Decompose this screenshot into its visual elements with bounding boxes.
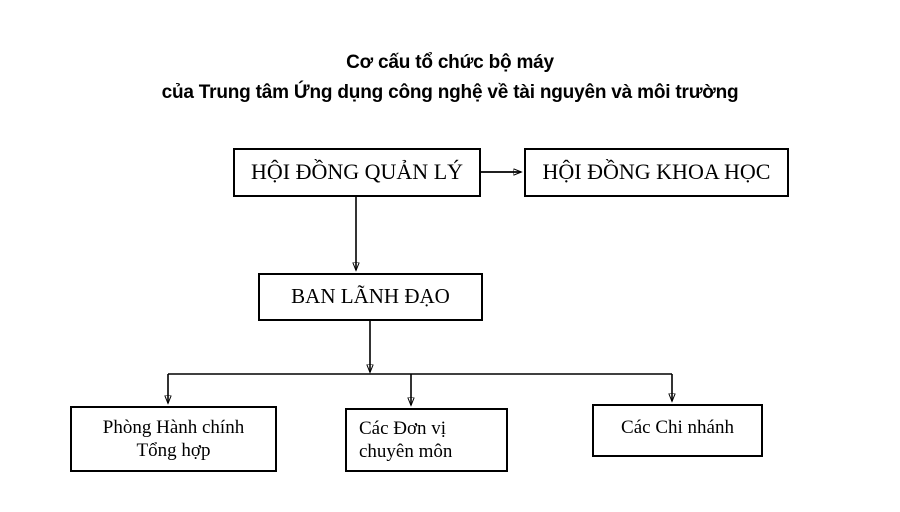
- node-donvi-line-1: Các Đơn vị: [359, 417, 447, 439]
- chart-title: Cơ cấu tổ chức bộ máy của Trung tâm Ứng …: [0, 48, 900, 108]
- node-phong-line-2: Tổng hợp: [136, 440, 211, 461]
- node-cac-chi-nhanh[interactable]: Các Chi nhánh: [592, 404, 763, 457]
- node-hoi-dong-quan-ly-label: HỘI ĐỒNG QUẢN LÝ: [250, 159, 464, 185]
- node-hoi-dong-quan-ly[interactable]: HỘI ĐỒNG QUẢN LÝ: [233, 148, 481, 197]
- node-cac-don-vi-chuyen-mon[interactable]: Các Đơn vị chuyên môn: [345, 408, 508, 472]
- node-ban-lanh-dao[interactable]: BAN LÃNH ĐẠO: [258, 273, 483, 321]
- node-cac-chi-nhanh-label: Các Chi nhánh: [621, 417, 734, 438]
- node-hoi-dong-khoa-hoc[interactable]: HỘI ĐỒNG KHOA HỌC: [524, 148, 789, 197]
- node-cac-don-vi-chuyen-mon-label: Các Đơn vị chuyên môn: [347, 417, 506, 463]
- node-hoi-dong-khoa-hoc-label: HỘI ĐỒNG KHOA HỌC: [542, 159, 771, 185]
- node-phong-hanh-chinh-tong-hop[interactable]: Phòng Hành chính Tổng hợp: [70, 406, 277, 472]
- node-phong-line-1: Phòng Hành chính: [102, 416, 245, 438]
- node-phong-hanh-chinh-tong-hop-label: Phòng Hành chính Tổng hợp: [72, 416, 275, 462]
- node-ban-lanh-dao-label: BAN LÃNH ĐẠO: [291, 284, 450, 309]
- chart-title-line-2: của Trung tâm Ứng dụng công nghệ về tài …: [161, 82, 739, 103]
- node-donvi-line-2: chuyên môn: [359, 441, 453, 462]
- chart-title-line-1: Cơ cấu tổ chức bộ máy: [346, 52, 554, 73]
